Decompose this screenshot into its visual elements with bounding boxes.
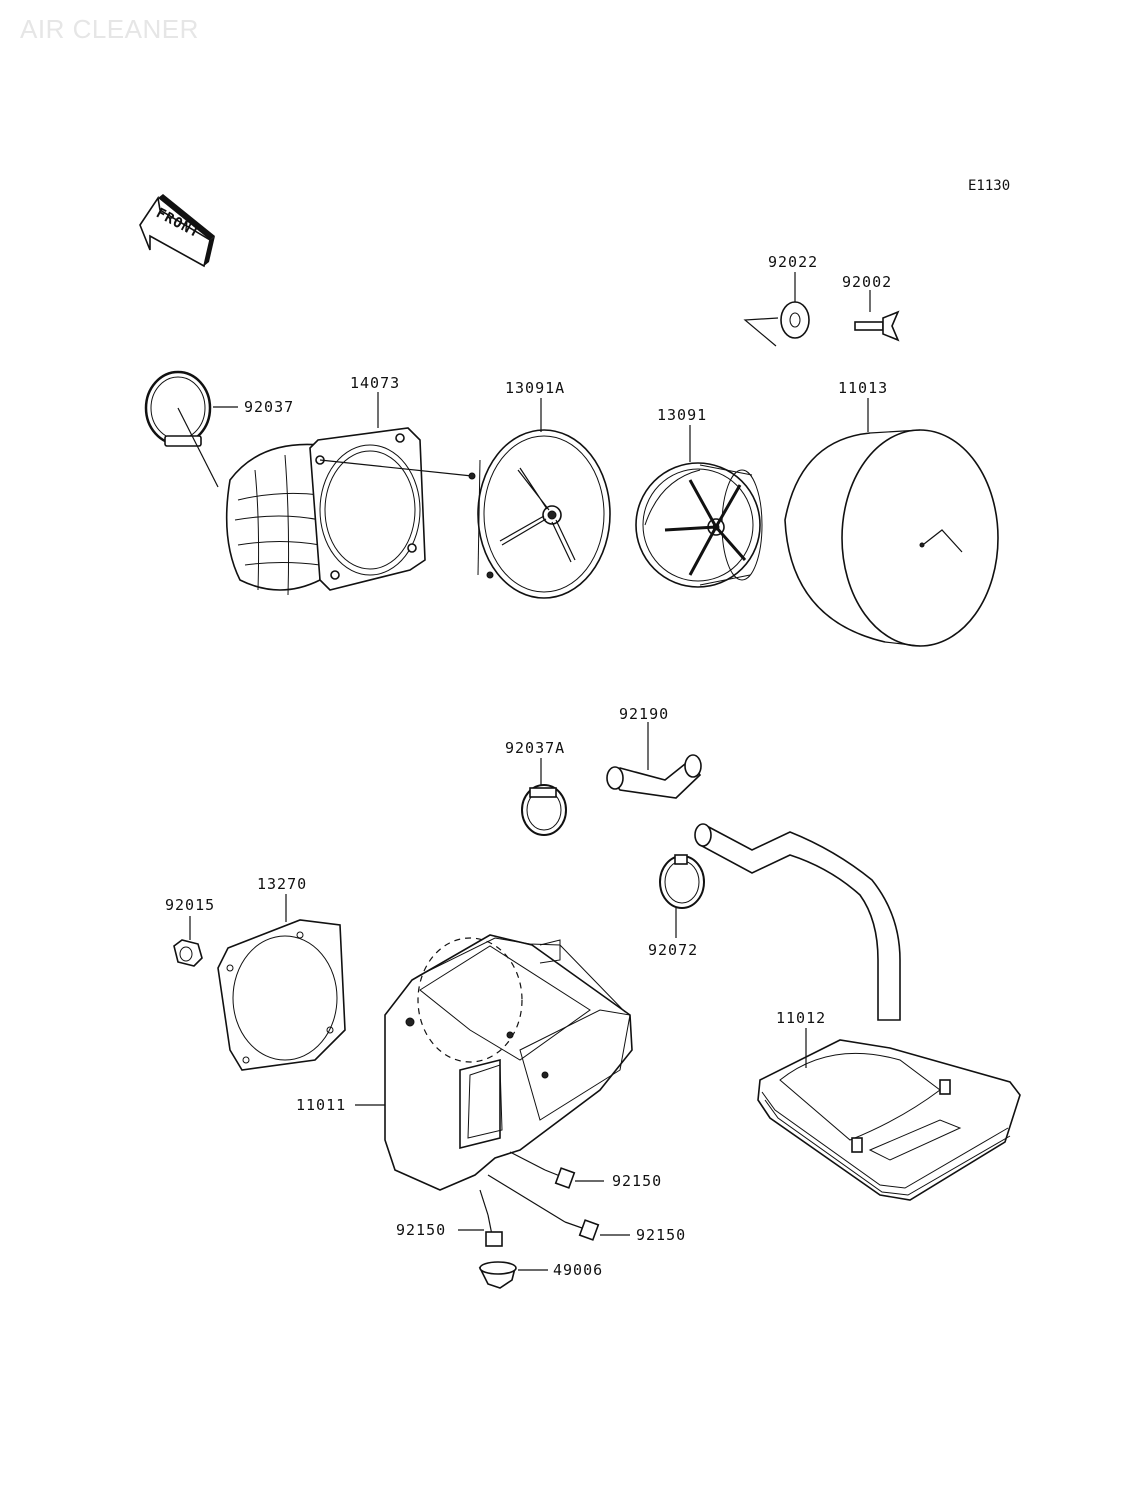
label-13091: 13091 xyxy=(657,406,707,424)
part-13091A-filter-holder xyxy=(468,398,611,599)
part-92037A-hose-clamp xyxy=(521,758,567,836)
label-92037: 92037 xyxy=(244,398,294,416)
label-49006: 49006 xyxy=(553,1261,603,1279)
label-92150-b: 92150 xyxy=(636,1226,686,1244)
label-92022: 92022 xyxy=(768,253,818,271)
label-11011: 11011 xyxy=(296,1096,346,1114)
label-92150-c: 92150 xyxy=(396,1221,446,1239)
part-92015-grommet xyxy=(173,916,203,967)
part-92022-washer xyxy=(743,272,810,347)
part-14073-intake-duct xyxy=(225,392,473,596)
label-92072: 92072 xyxy=(648,941,698,959)
label-92015: 92015 xyxy=(165,896,215,914)
part-11011-air-cleaner-case xyxy=(355,934,633,1191)
part-92150-bolt-a xyxy=(509,1151,604,1189)
part-92150-bolt-c xyxy=(458,1189,503,1247)
part-13091-filter-cage xyxy=(635,425,763,588)
part-92002-wing-bolt xyxy=(854,290,900,342)
page-title: AIR CLEANER xyxy=(20,14,199,44)
label-11012: 11012 xyxy=(776,1009,826,1027)
diagram-code: E1130 xyxy=(968,178,1010,194)
part-92190-breather-hose xyxy=(606,722,901,1021)
part-49006-plug xyxy=(478,1261,548,1289)
label-92190: 92190 xyxy=(619,705,669,723)
label-13091A: 13091A xyxy=(505,379,565,397)
front-arrow-icon: FRONT xyxy=(139,194,215,268)
part-92072-hose-clamp xyxy=(659,854,705,938)
label-14073: 14073 xyxy=(350,374,400,392)
label-13270: 13270 xyxy=(257,875,307,893)
part-11013-air-filter-element xyxy=(784,398,999,647)
label-11013: 11013 xyxy=(838,379,888,397)
part-11012-case-cover xyxy=(757,1028,1021,1201)
part-92037-hose-clamp xyxy=(144,370,238,488)
label-92002: 92002 xyxy=(842,273,892,291)
part-13270-gasket xyxy=(217,894,346,1071)
label-92037A: 92037A xyxy=(505,739,565,757)
part-92150-bolt-b xyxy=(487,1174,630,1241)
label-92150-a: 92150 xyxy=(612,1172,662,1190)
